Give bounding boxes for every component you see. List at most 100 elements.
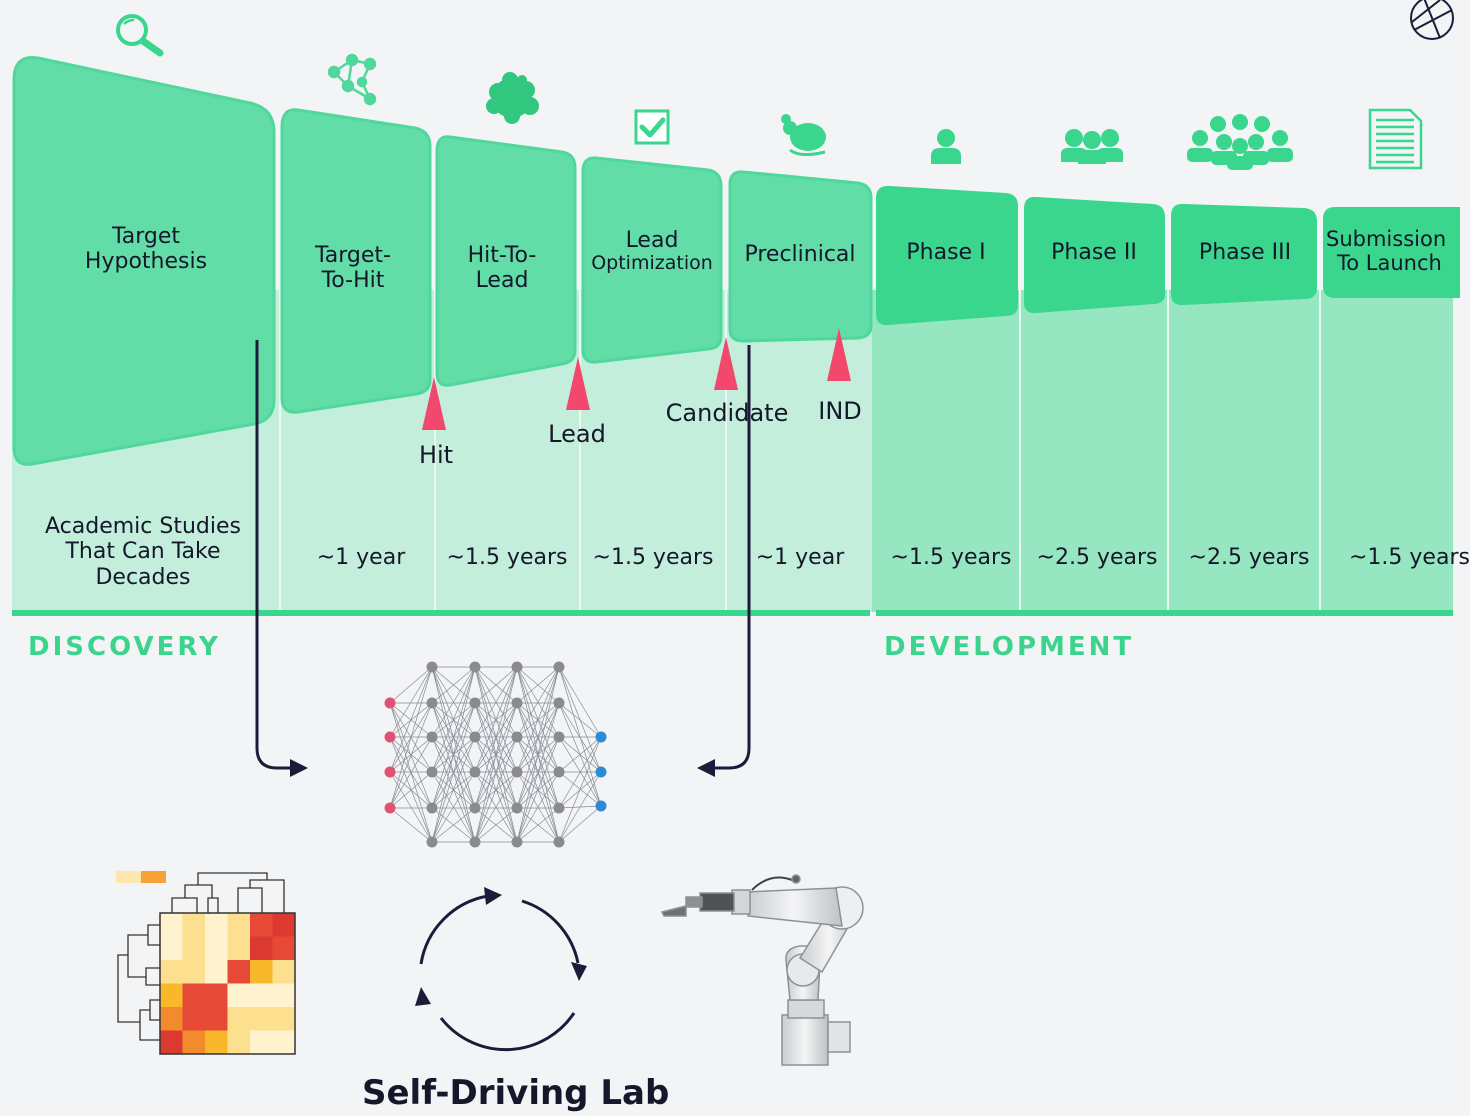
duration-phase-2: ~2.5 years [1036,545,1158,570]
network-node [595,766,607,778]
network-node [553,731,565,743]
heatmap-cell [205,960,228,984]
stage-box-target-hypothesis [12,55,276,466]
feedback-arrows [255,340,751,770]
network-edge [558,736,602,773]
network-node [469,766,481,778]
network-node [553,661,565,673]
duration-hit-to-lead: ~1.5 years [446,545,568,570]
cycle-arrows-icon [419,894,580,1052]
network-node [553,697,565,709]
development-stage-boxes [876,185,1460,326]
left-arrowhead [290,759,308,777]
network-edge [431,666,476,773]
development-baseline [876,610,1453,616]
stage-label-hit-to-lead: Hit-To- Lead [434,243,570,294]
heatmap-cells [159,912,296,1055]
milestone-marker-hit [422,377,446,430]
heatmap-cell [227,960,250,984]
milestone-label-candidate: Candidate [665,399,789,427]
heatmap-cell [205,913,228,937]
network-node [384,731,396,743]
network-edge [431,736,476,843]
heatmap-cell [227,1007,250,1031]
duration-line2: That Can Take [65,539,221,565]
network-edge [474,666,518,704]
network-node [469,661,481,673]
cycle-arrowhead-2 [571,962,587,981]
network-node [553,802,565,814]
network-edge [474,736,518,843]
heatmap-cell [250,936,273,960]
heatmap-colorbar-fade [116,871,141,883]
network-edge [474,702,518,843]
stage-label-line1: Phase I [906,240,986,265]
stage-box-preclinical [728,170,873,343]
network-node [426,836,438,848]
network-edge [474,807,518,843]
network-node [595,731,607,743]
network-edge [516,666,560,773]
heatmap-cell [227,936,250,960]
heatmap-cell [227,1030,250,1054]
neural-network-nodes [384,661,607,848]
stage-label-line1: Submission [1326,227,1447,251]
network-node [384,766,396,778]
heatmap-cell [227,983,250,1007]
heatmap-cell [160,913,183,937]
logo-icon [1410,0,1454,40]
heatmap-cell [182,983,205,1007]
network-edge [389,736,433,809]
network-node [469,697,481,709]
heatmap-cell [272,1030,295,1054]
heatmap-cell [182,960,205,984]
heatmap-cell [160,983,183,1007]
cycle-arrowhead-1 [484,887,502,905]
heatmap-cell [272,936,295,960]
heatmap-cell [205,983,228,1007]
heatmap-cell [160,960,183,984]
stage-box-phase-2 [1024,196,1165,314]
heatmap-cell [182,1007,205,1031]
stage-label-line2: To Launch [1337,251,1442,276]
mouse-icon [781,114,826,157]
discovery-stage-boxes [12,55,873,466]
person-icon [931,129,961,164]
stage-box-hit-to-lead [435,135,577,387]
network-node [511,836,523,848]
heatmap-cell [250,1007,273,1031]
section-label-development: DEVELOPMENT [884,632,1135,662]
heatmap-cell [160,1030,183,1054]
network-edge [389,771,433,809]
heatmap-cell [227,913,250,937]
stage-label-target-hypothesis: Target Hypothesis [46,224,246,275]
network-node [469,802,481,814]
network-edge [389,666,433,738]
document-icon [1368,108,1423,170]
milestone-label-ind: IND [818,397,862,425]
network-edge [558,666,602,738]
milestone-marker-ind [827,328,851,381]
stage-label-line1: Preclinical [744,242,856,267]
network-node [426,697,438,709]
stage-label-preclinical: Preclinical [730,242,870,267]
stage-box-lead-optimization [581,156,723,364]
network-edge [431,771,476,843]
heatmap-cell [250,1030,273,1054]
network-edge [558,666,602,773]
network-edge [431,666,476,704]
neural-network-edges [389,666,602,843]
network-edge [389,666,433,773]
discovery-baseline [12,610,870,616]
network-edge [516,666,560,738]
network-edge [516,702,560,843]
heatmap-cell [250,913,273,937]
network-edge [558,702,602,773]
network-node [384,802,396,814]
network-node [511,731,523,743]
milestone-markers [422,328,851,430]
network-edge [558,736,602,843]
cycle-arrowhead-3 [415,987,431,1006]
network-node [553,836,565,848]
